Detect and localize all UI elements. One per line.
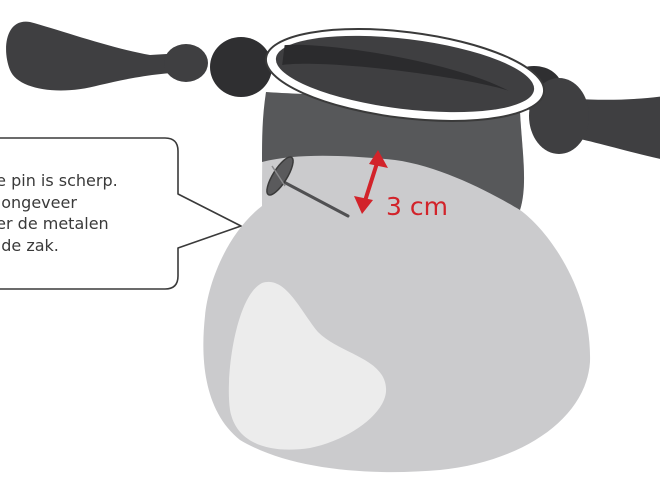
left-handle-knob-outer [164, 44, 208, 82]
callout-line-2: n ongeveer [0, 192, 186, 214]
callout-text: de pin is scherp. n ongeveer der de meta… [0, 170, 186, 256]
callout-line-4: n de zak. [0, 235, 186, 257]
measurement-label: 3 cm [386, 192, 448, 222]
left-handle-knob-inner [210, 37, 272, 97]
callout-line-1: de pin is scherp. [0, 170, 186, 192]
bag [203, 92, 590, 472]
left-handle [6, 22, 272, 97]
callout-line-3: der de metalen [0, 213, 186, 235]
